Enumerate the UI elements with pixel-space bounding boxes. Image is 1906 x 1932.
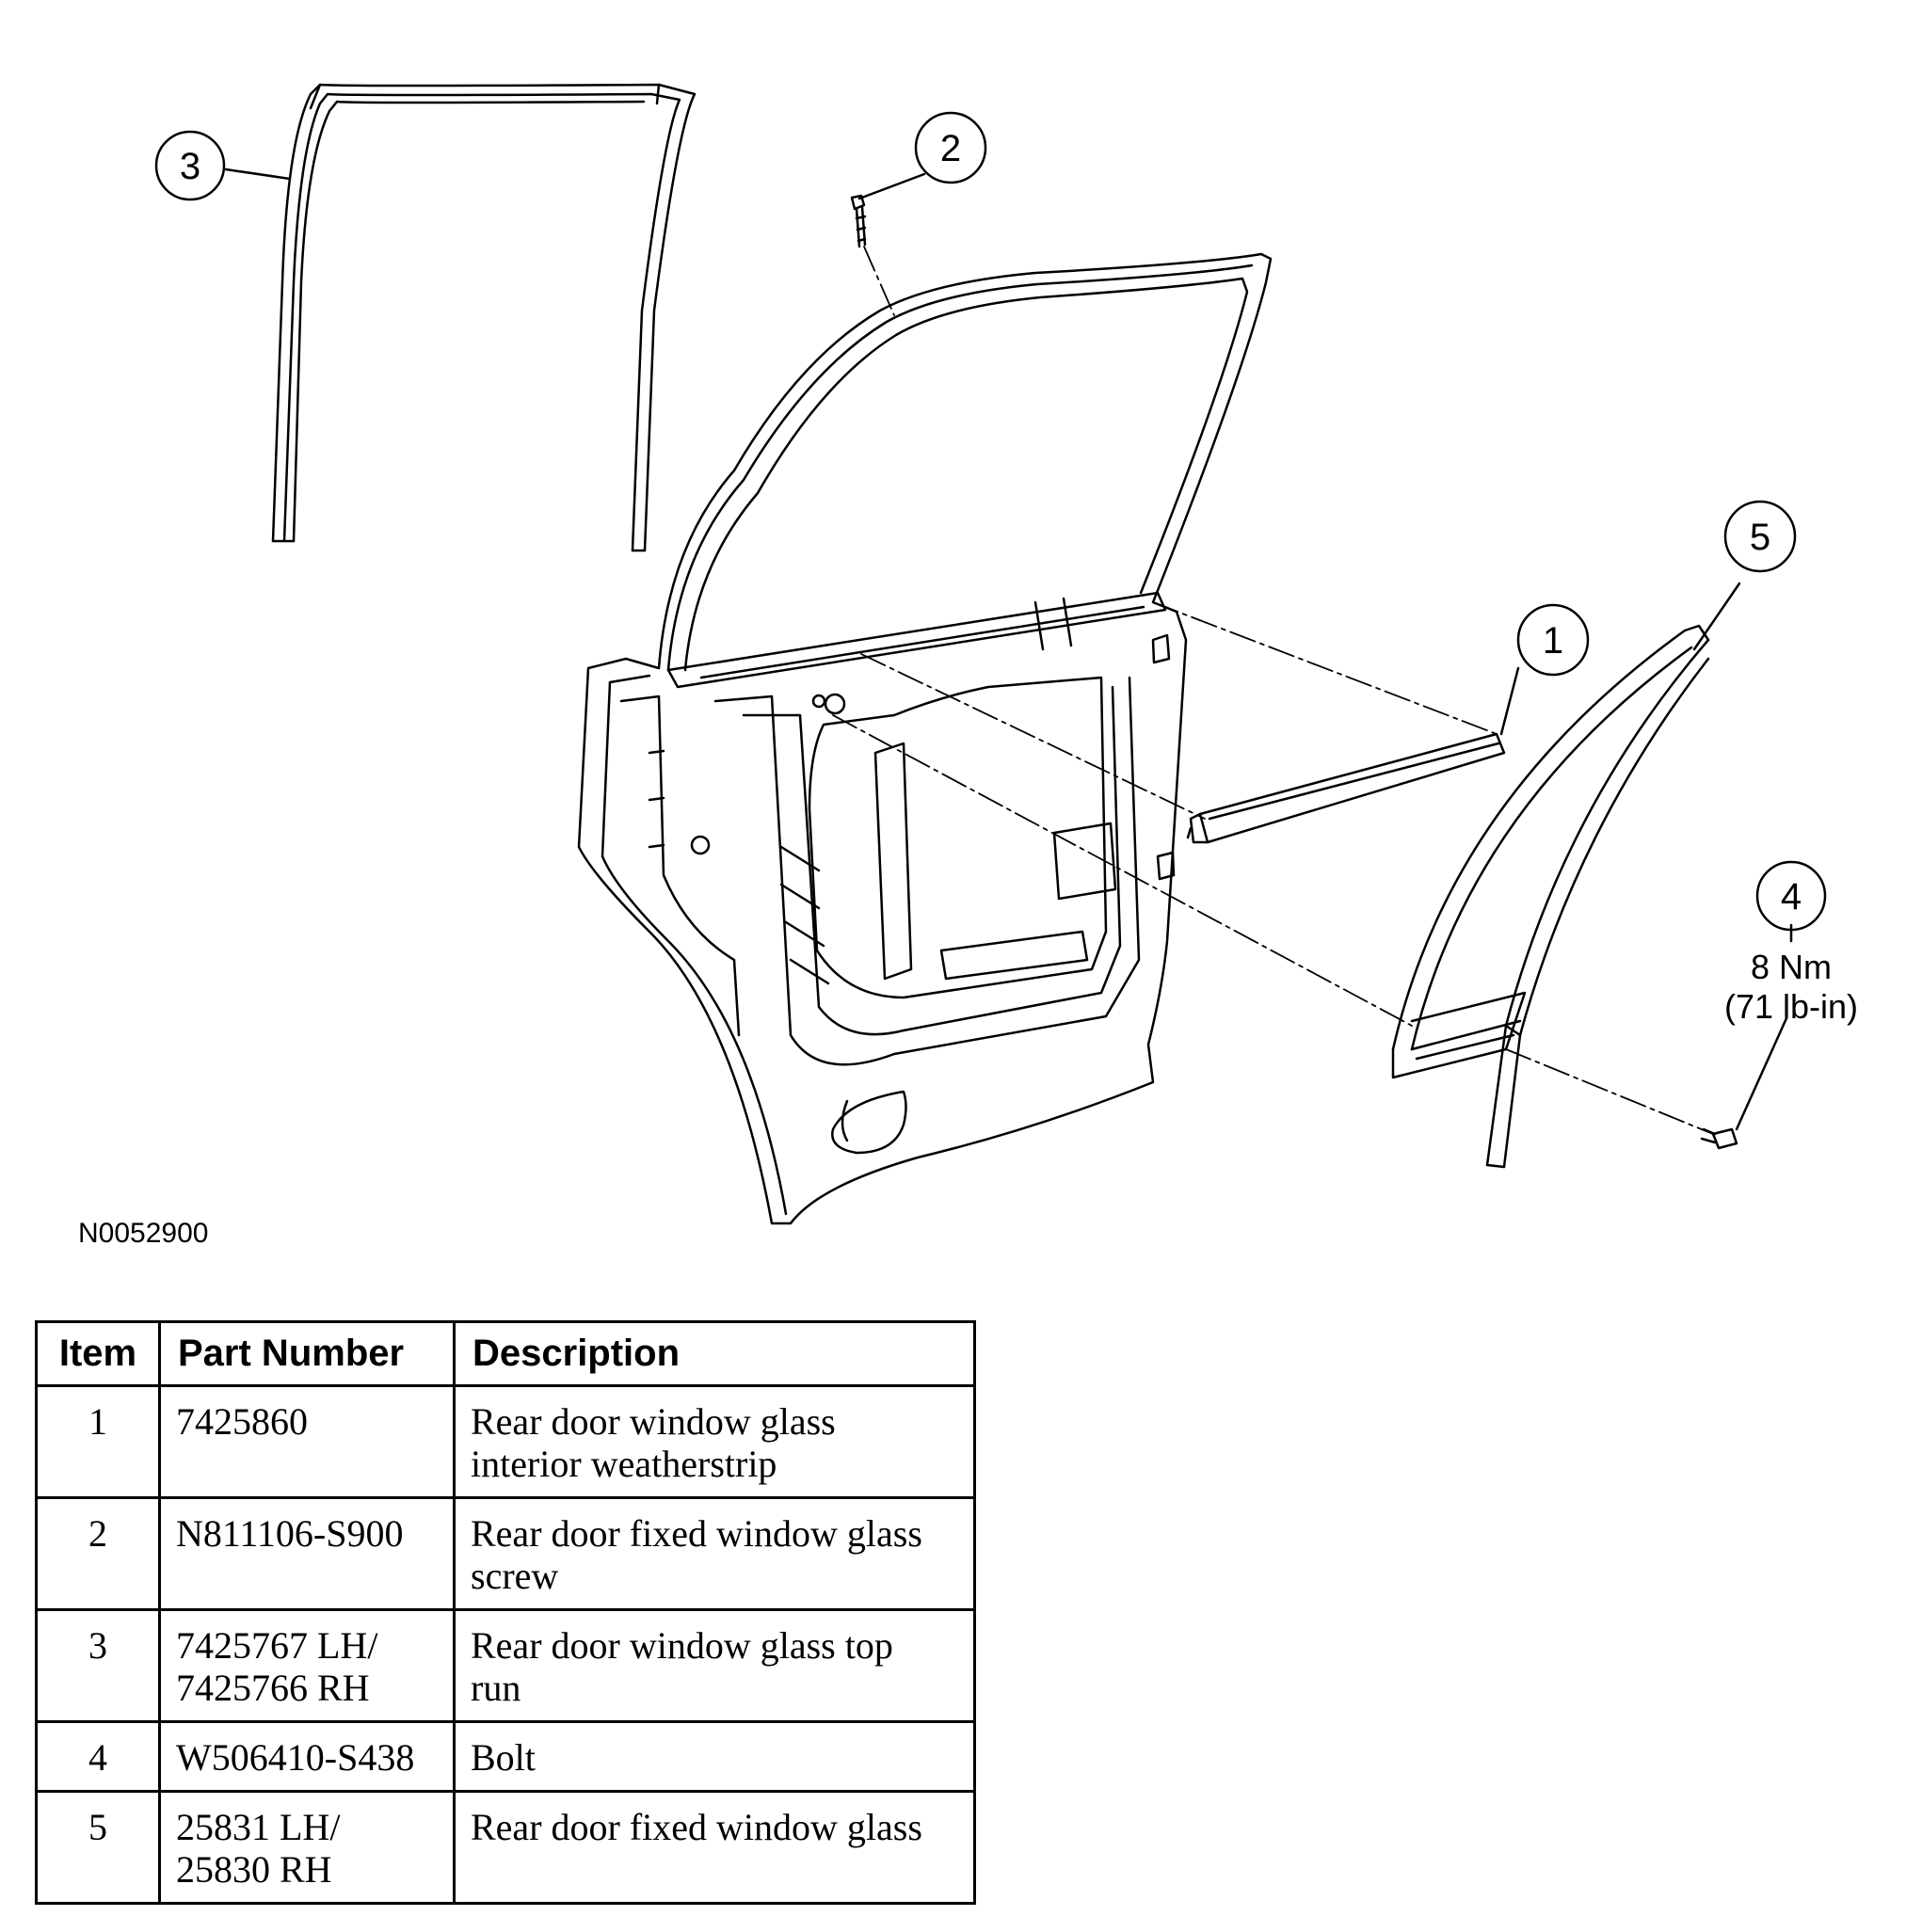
fixed-window-glass-part [1391,624,1710,1169]
callout-2-label: 2 [940,128,961,169]
callout-circle-5 [1723,500,1797,573]
description-line: Rear door fixed window glass [471,1512,922,1555]
part-number-line: 7425860 [176,1400,308,1443]
figure-id: N0052900 [78,1218,208,1249]
exploded-view-diagram: 3 2 1 5 4 8 Nm (71 lb-in) N0052900 [78,83,1858,1249]
part-number-cell: 25831 LH/ 25830 RH [158,1790,456,1905]
callout-leaders [224,168,1793,1131]
part-number-line: W506410-S438 [176,1736,415,1779]
part-number-cell: W506410-S438 [158,1720,456,1793]
table-row: 3 7425767 LH/ 7425766 RH Rear door windo… [35,1608,976,1723]
description-cell: Rear door window glass top run [453,1608,976,1723]
callout-circle-3 [154,130,226,201]
description-line: Rear door window glass top [471,1624,893,1667]
table-row: 5 25831 LH/ 25830 RH Rear door fixed win… [35,1790,976,1905]
part-number-line: N811106-S900 [176,1512,404,1555]
callout-1-label: 1 [1543,620,1563,662]
table-row: 2 N811106-S900 Rear door fixed window gl… [35,1496,976,1611]
callout-3-label: 3 [180,146,200,187]
description-cell: Rear door fixed window glass screw [453,1496,976,1611]
window-top-run-part [271,83,697,552]
alignment-lines [832,246,1714,1135]
description-cell: Rear door fixed window glass [453,1790,976,1905]
part-number-line: 7425767 LH/ [176,1624,378,1667]
part-number-cell: 7425767 LH/ 7425766 RH [158,1608,456,1723]
table-row: 4 W506410-S438 Bolt [35,1720,976,1793]
rear-door-inner-panel [577,252,1273,1225]
callout-circle-2 [914,111,987,184]
description-line: Rear door fixed window glass [471,1806,922,1848]
part-number-cell: N811106-S900 [158,1496,456,1611]
callout-4-label: 4 [1781,876,1802,918]
diagram-svg: 3 2 1 5 4 8 Nm (71 lb-in) N0052900 [78,83,1858,1249]
callout-circle-4 [1755,860,1827,932]
header-description: Description [453,1320,976,1387]
parts-table: Item Part Number Description 1 7425860 R… [35,1320,976,1905]
header-item: Item [35,1320,161,1387]
torque-spec-nm: 8 Nm [1751,948,1832,986]
description-line: Rear door window glass [471,1400,836,1443]
description-line: interior weatherstrip [471,1443,777,1485]
item-cell: 1 [35,1384,161,1499]
header-part-number: Part Number [158,1320,456,1387]
callout-5-label: 5 [1750,517,1770,558]
item-cell: 2 [35,1496,161,1611]
description-line: run [471,1667,521,1709]
part-number-line: 7425766 RH [176,1667,370,1709]
interior-weatherstrip-part [1186,732,1506,844]
item-cell: 4 [35,1720,161,1793]
item-cell: 5 [35,1790,161,1905]
part-number-line: 25830 RH [176,1848,332,1891]
description-line: screw [471,1555,559,1597]
description-line: Bolt [471,1736,536,1779]
table-header-row: Item Part Number Description [35,1320,976,1387]
description-cell: Bolt [453,1720,976,1793]
description-cell: Rear door window glass interior weathers… [453,1384,976,1499]
callout-circle-1 [1516,603,1590,677]
part-number-cell: 7425860 [158,1384,456,1499]
table-row: 1 7425860 Rear door window glass interio… [35,1384,976,1499]
screw-part [850,194,867,248]
torque-spec-lbin: (71 lb-in) [1724,987,1858,1026]
part-number-line: 25831 LH/ [176,1806,341,1848]
item-cell: 3 [35,1608,161,1723]
